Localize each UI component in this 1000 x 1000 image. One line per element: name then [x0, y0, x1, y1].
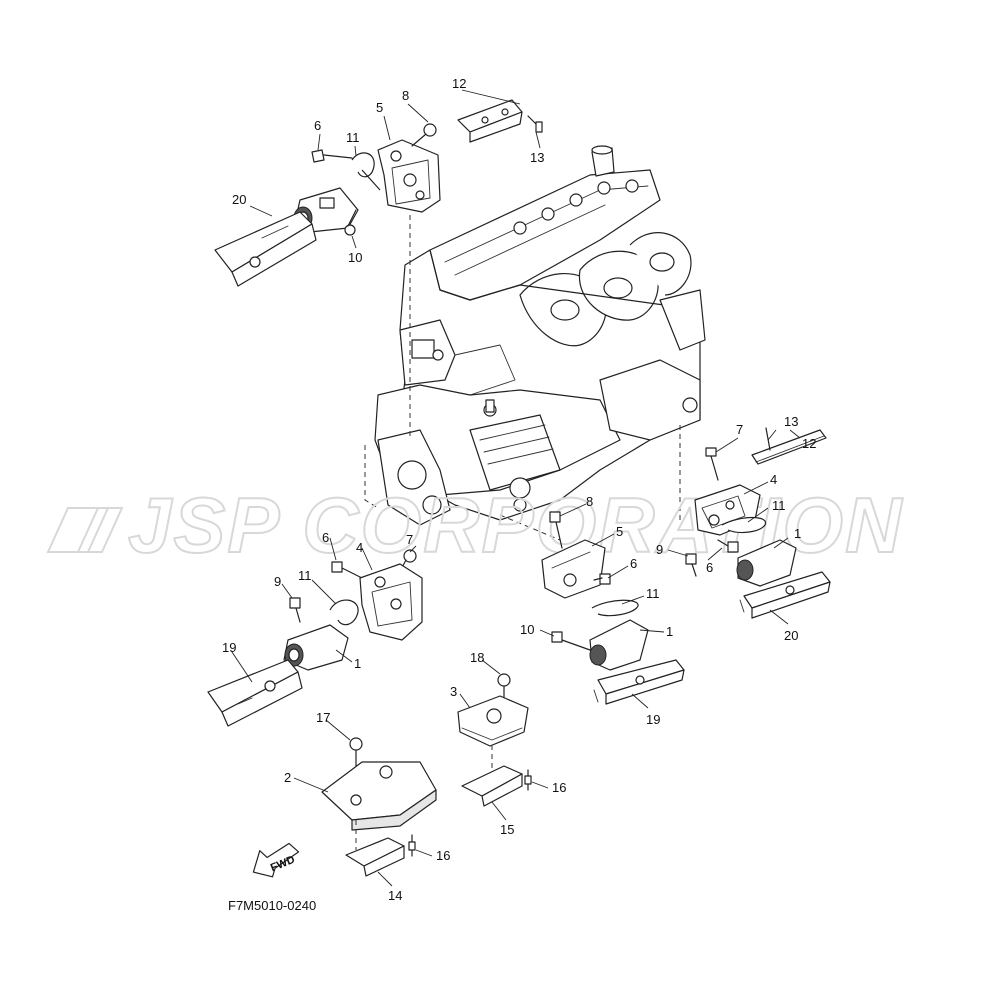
lower-mount-assemblies: [321, 673, 532, 877]
callout-1: 1: [666, 624, 673, 639]
callout-8: 8: [402, 88, 409, 103]
figure-code: F7M5010-0240: [228, 898, 316, 913]
callout-9: 9: [274, 574, 281, 589]
callout-12: 12: [452, 76, 466, 91]
callout-7: 7: [406, 532, 413, 547]
callout-15: 15: [500, 822, 514, 837]
callout-7: 7: [736, 422, 743, 437]
callout-6: 6: [314, 118, 321, 133]
callout-1: 1: [794, 526, 801, 541]
callout-11: 11: [772, 498, 786, 513]
callout-14: 14: [388, 888, 402, 903]
callout-12: 12: [802, 436, 816, 451]
callout-3: 3: [450, 684, 457, 699]
center-right-mount-assembly: [541, 511, 685, 705]
callout-6: 6: [630, 556, 637, 571]
callout-11: 11: [298, 568, 312, 583]
callout-13: 13: [784, 414, 798, 429]
top-left-mount-assembly: [214, 99, 543, 287]
callout-6: 6: [706, 560, 713, 575]
callout-10: 10: [520, 622, 534, 637]
callout-20: 20: [232, 192, 246, 207]
callout-18: 18: [470, 650, 484, 665]
callout-5: 5: [376, 100, 383, 115]
callout-4: 4: [770, 472, 777, 487]
callout-19: 19: [646, 712, 660, 727]
engine-block-drawing: [364, 145, 706, 541]
callout-labels: 12 13 5 8 6 11 20 10 7 13 12 4 11 1 9 6 …: [222, 76, 816, 903]
callout-8: 8: [586, 494, 593, 509]
callout-10: 10: [348, 250, 362, 265]
right-mount-assembly: [685, 427, 831, 619]
callout-5: 5: [616, 524, 623, 539]
callout-11: 11: [346, 130, 360, 145]
callout-11: 11: [646, 586, 660, 601]
callout-19: 19: [222, 640, 236, 655]
left-mount-assembly: [207, 549, 423, 727]
callout-17: 17: [316, 710, 330, 725]
callout-16: 16: [552, 780, 566, 795]
callout-2: 2: [284, 770, 291, 785]
fwd-arrow-icon: FWD: [252, 842, 300, 878]
callout-9: 9: [656, 542, 663, 557]
callout-4: 4: [356, 540, 363, 555]
callout-20: 20: [784, 628, 798, 643]
callout-13: 13: [530, 150, 544, 165]
callout-16: 16: [436, 848, 450, 863]
callout-1: 1: [354, 656, 361, 671]
callout-6: 6: [322, 530, 329, 545]
leader-lines: [231, 89, 801, 887]
